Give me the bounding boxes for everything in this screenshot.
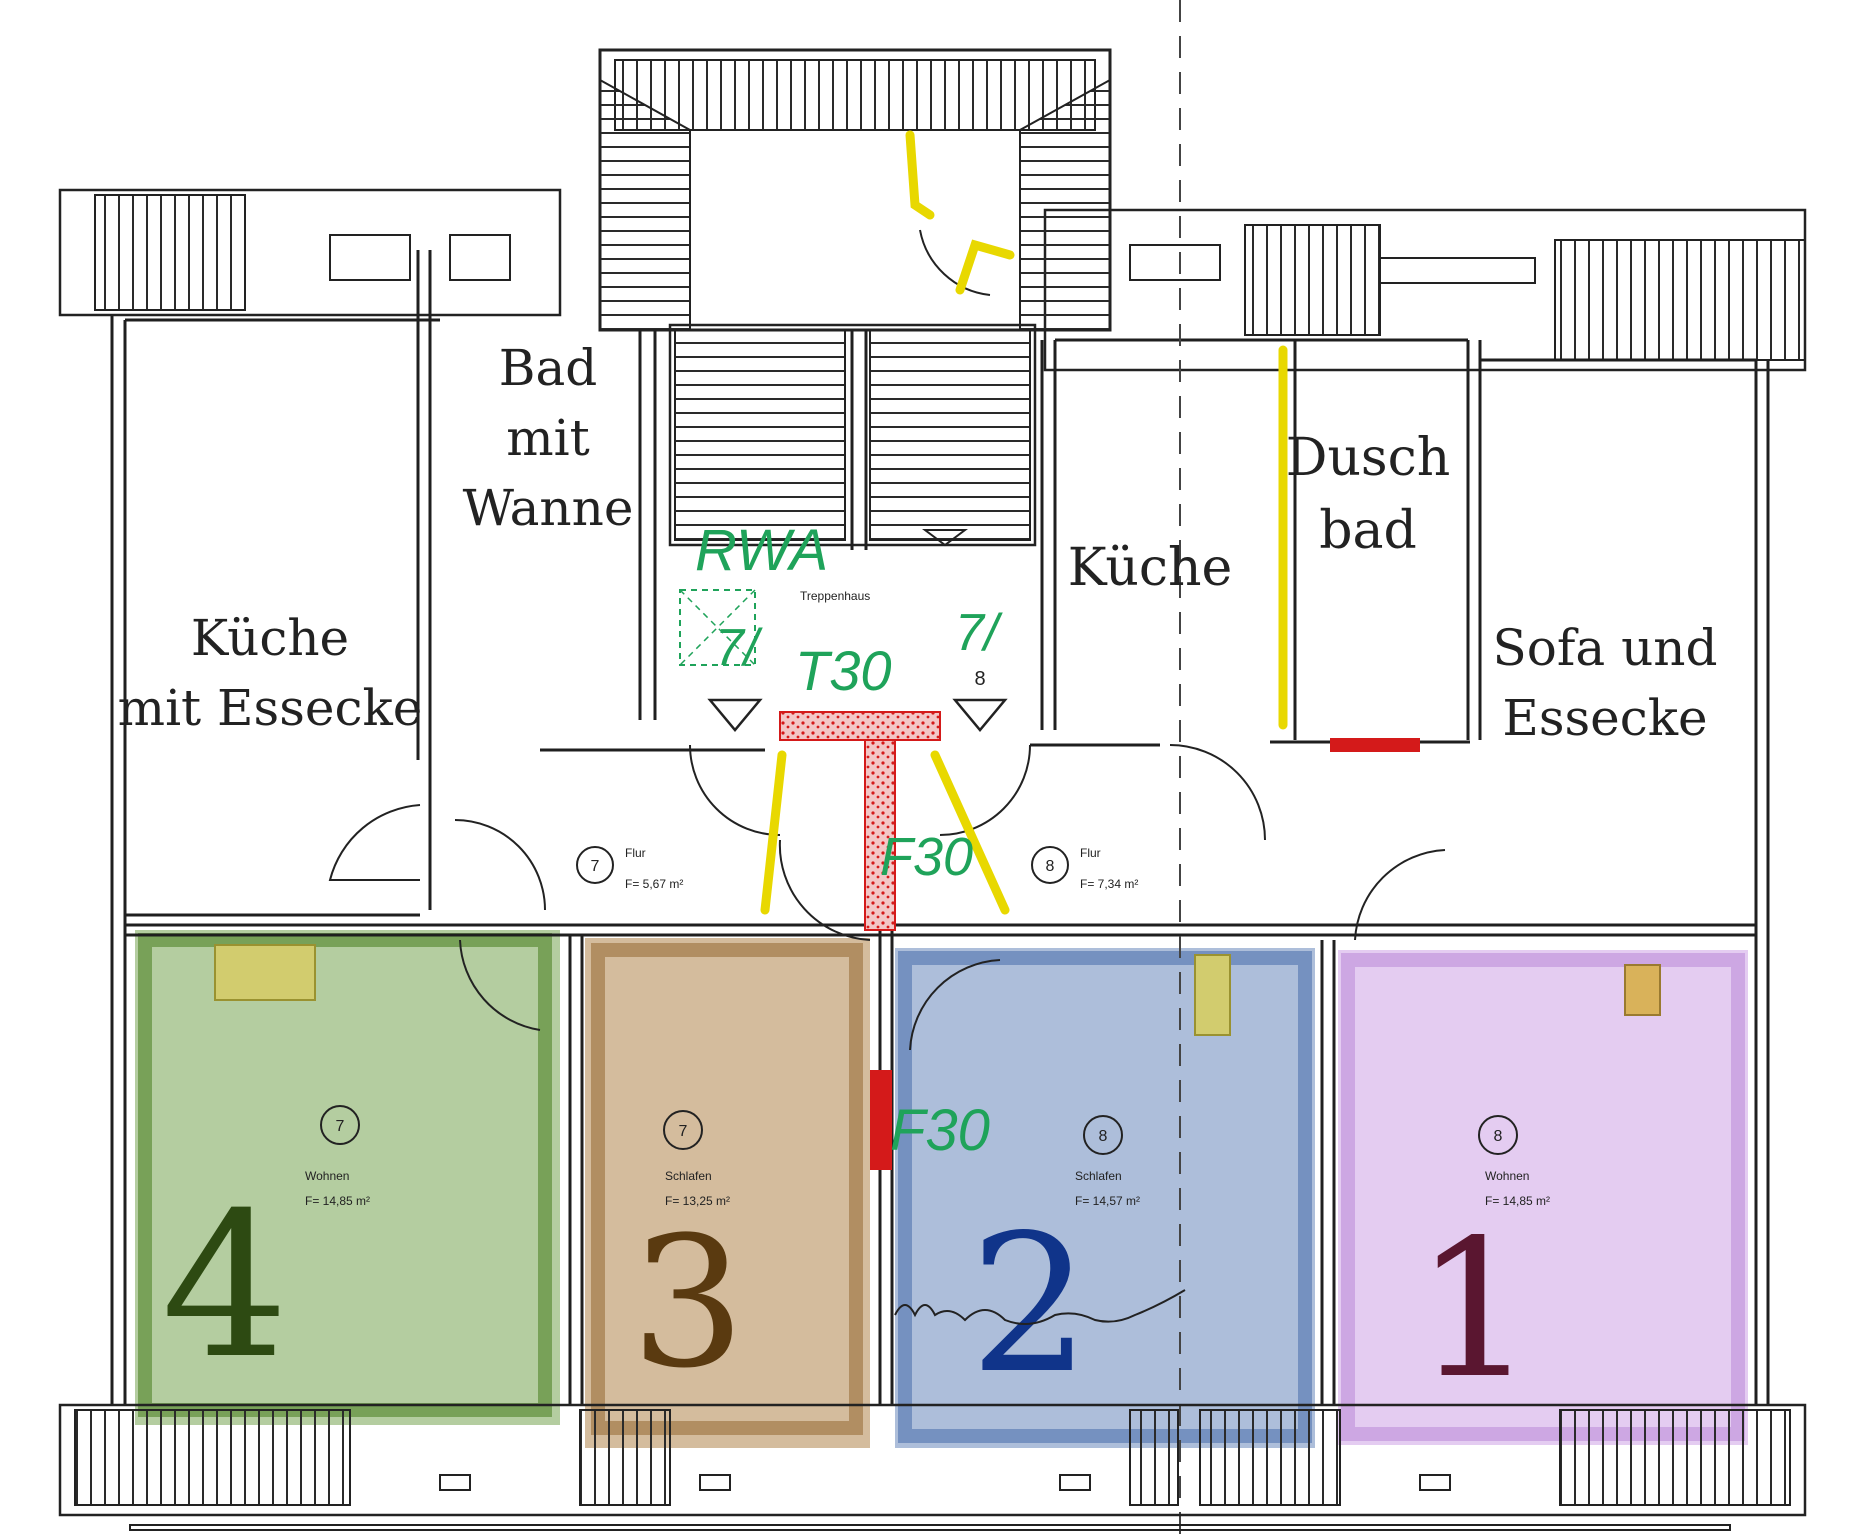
yellow-markers <box>214 130 1661 1036</box>
unit-4-circle <box>320 1105 360 1145</box>
unit-4: 7 Wohnen F= 14,85 m² 4 <box>161 1105 370 1403</box>
unit-3-fill <box>585 938 870 1448</box>
red-zone-mid <box>870 1070 892 1170</box>
unit-2-fill <box>895 948 1315 1448</box>
label-duschbad-2: bad <box>1319 501 1417 561</box>
room-labels: Küche mit Essecke Bad mit Wanne Küche Du… <box>118 339 1718 747</box>
marker-rwa: RWA <box>695 518 828 583</box>
unit-fills <box>135 930 1748 1448</box>
label-duschbad-1: Dusch <box>1286 428 1450 488</box>
unit-1-area: F= 14,85 m² <box>1485 1194 1550 1208</box>
unit-3-area: F= 13,25 m² <box>665 1194 730 1208</box>
label-sofa-2: Essecke <box>1502 689 1707 747</box>
unit-2-border <box>898 951 1312 1443</box>
unit-3: 7 Schlafen F= 13,25 m² 3 <box>631 1110 746 1408</box>
unit-1-circle-num: 8 <box>1494 1128 1503 1145</box>
label-bad-2: mit <box>506 409 590 467</box>
unit-1-number: 1 <box>1415 1199 1536 1420</box>
unit-2-room: Schlafen <box>1075 1169 1122 1183</box>
walls <box>58 0 1807 1539</box>
unit-1-border <box>1341 953 1745 1441</box>
stair-triangle-right <box>952 698 1008 732</box>
unit-4-area: F= 14,85 m² <box>305 1194 370 1208</box>
stair-triangle-left <box>707 698 763 732</box>
flur-right-circle <box>1031 846 1069 884</box>
unit-1-circle <box>1478 1115 1518 1155</box>
unit-4-room: Wohnen <box>305 1169 349 1183</box>
flur-right-num: 8 <box>1046 858 1055 875</box>
unit-1-room: Wohnen <box>1485 1169 1529 1183</box>
flur-left-num: 7 <box>591 858 600 875</box>
flur-right-label: Flur <box>1080 846 1101 860</box>
tech-labels: Treppenhaus 7 Flur F= 5,67 m² 8 Flur F= … <box>576 589 1138 891</box>
unit-4-fill <box>135 930 560 1425</box>
unit-4-number: 4 <box>161 1170 288 1403</box>
unit-4-circle-num: 7 <box>336 1118 345 1135</box>
unit-2-circle-num: 8 <box>1099 1128 1108 1145</box>
unit-3-circle <box>663 1110 703 1150</box>
fire-zones <box>779 711 1420 1170</box>
unit-2-number: 2 <box>970 1194 1091 1415</box>
red-zone-top <box>779 711 941 741</box>
marker-f30-mid: F30 <box>880 827 973 887</box>
unit-3-number: 3 <box>631 1199 746 1408</box>
label-kueche: Küche <box>1068 538 1233 598</box>
marker-frac-left: 7/ <box>715 619 763 677</box>
unit-3-room: Schlafen <box>665 1169 712 1183</box>
unit-1-fill <box>1338 950 1748 1445</box>
unit-3-border <box>591 943 863 1435</box>
doors <box>328 229 1446 1051</box>
flur-left-area: F= 5,67 m² <box>625 877 683 891</box>
label-kueche-essecke-1: Küche <box>191 609 349 667</box>
flur-left-circle <box>576 846 614 884</box>
red-zone-right <box>1330 738 1420 752</box>
unit-1: 8 Wohnen F= 14,85 m² 1 <box>1415 1115 1550 1420</box>
marker-frac-right: 7/ <box>955 604 1003 662</box>
flur-left-label: Flur <box>625 846 646 860</box>
unit-2-area: F= 14,57 m² <box>1075 1194 1140 1208</box>
vent-box <box>679 589 756 666</box>
scribble <box>894 1289 1186 1325</box>
green-markers: RWA 7/ T30 7/ F30 F30 <box>695 518 1003 1163</box>
label-bad-3: Wanne <box>463 479 634 537</box>
unit-2-circle <box>1083 1115 1123 1155</box>
label-treppenhaus: Treppenhaus <box>800 589 870 603</box>
label-sofa-1: Sofa und <box>1493 619 1718 677</box>
marker-f30-bottom: F30 <box>890 1098 990 1163</box>
unit-3-circle-num: 7 <box>679 1123 688 1140</box>
marker-t30-left: T30 <box>795 639 892 702</box>
label-bad-1: Bad <box>499 339 598 397</box>
red-zone-shaft <box>864 739 896 931</box>
label-kueche-essecke-2: mit Essecke <box>118 679 423 737</box>
unit-2: 8 Schlafen F= 14,57 m² 2 <box>970 1115 1140 1415</box>
stair-num: 8 <box>974 668 985 690</box>
flur-right-area: F= 7,34 m² <box>1080 877 1138 891</box>
